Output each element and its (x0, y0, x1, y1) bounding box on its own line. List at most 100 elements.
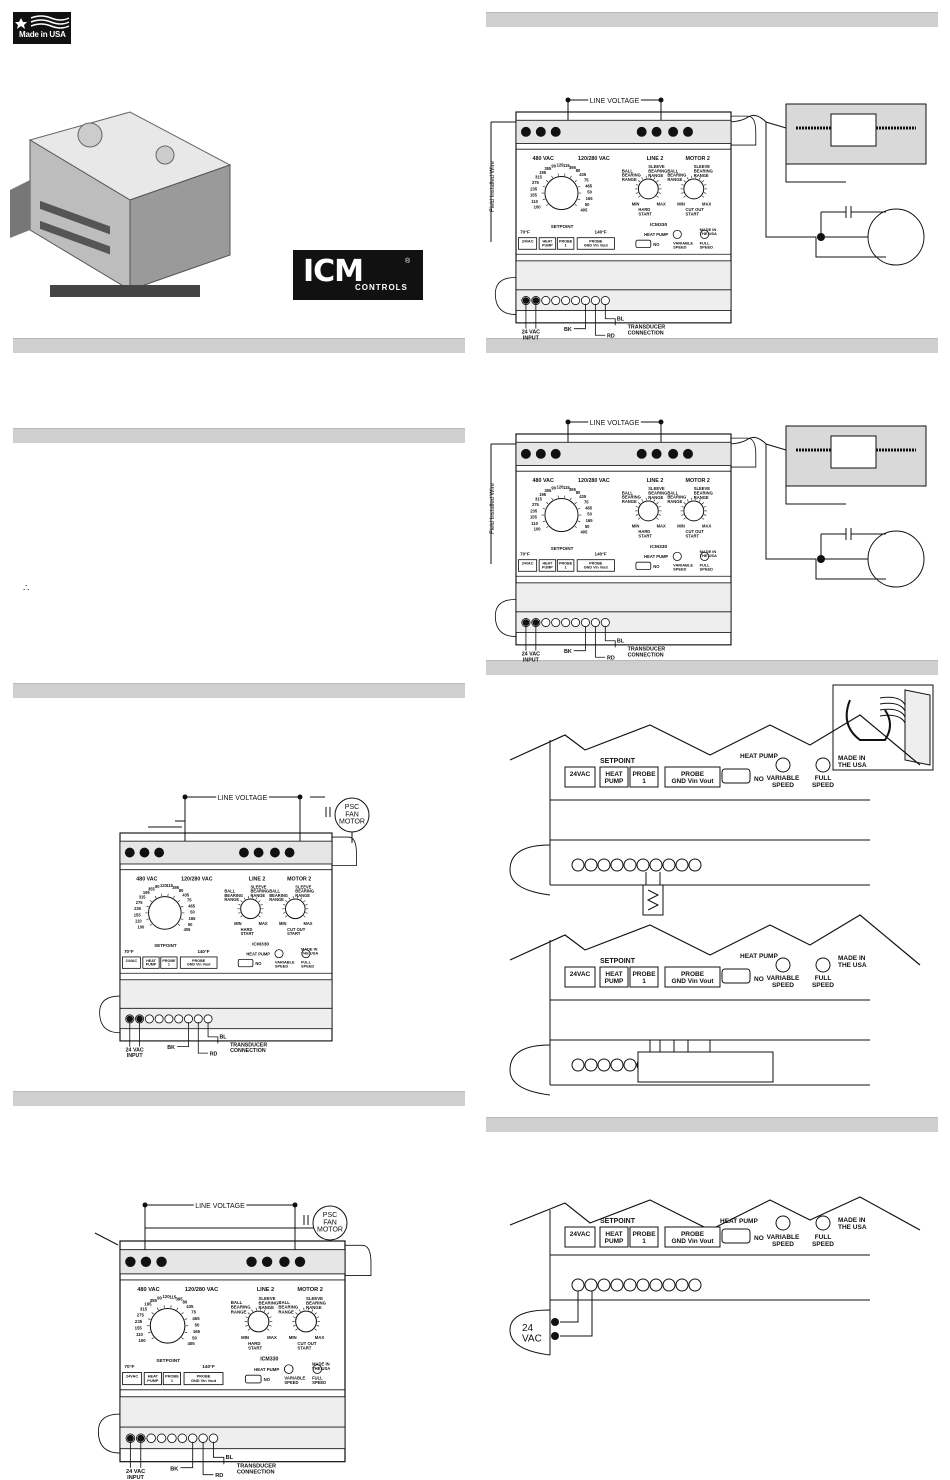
dial-tick (295, 1312, 298, 1315)
dial-number: 165 (586, 196, 594, 201)
psc-motor-label: MOTOR (339, 819, 365, 826)
vac-input-label: INPUT (523, 657, 540, 663)
cut-out-start-label: START (297, 1345, 311, 1350)
low-voltage-terminal (177, 1433, 188, 1444)
wire (180, 1441, 194, 1469)
wire (820, 212, 868, 238)
low-voltage-terminal (662, 1278, 676, 1292)
dial-number: 275 (137, 1313, 145, 1318)
vac-input-label: 24 VAC (522, 330, 540, 336)
mounting-clip (509, 1044, 551, 1096)
ball-bearing-label: BEARING (278, 1305, 299, 1310)
dial-tick (288, 897, 291, 900)
low-voltage-terminal (636, 858, 650, 872)
dial-number: 355 (148, 886, 156, 891)
hard-start-label: START (638, 534, 652, 539)
bl-label: BL (617, 638, 625, 644)
dial-tick (282, 912, 286, 914)
low-voltage-terminal (193, 1014, 203, 1024)
line-voltage-label: LINE VOLTAGE (590, 420, 640, 427)
heat-pump-switch (635, 561, 652, 571)
dial-number: 100 (534, 527, 542, 532)
full-speed-label: FULL (301, 959, 312, 964)
terminal-box-label: 24VAC (126, 959, 138, 963)
dial-tick (637, 180, 641, 183)
made-in-label: MADE IN (312, 1362, 329, 1367)
low-voltage-terminal (688, 1278, 702, 1292)
vac-right-label: 120/280 VAC (181, 876, 213, 882)
low-voltage-terminal (590, 617, 600, 628)
dial-tick (683, 502, 686, 505)
probe-winding (879, 696, 906, 706)
terminal-label-box (556, 237, 575, 250)
sleeve-bearing-label: BEARING (648, 491, 667, 496)
transducer-label: TRANSDUCER (237, 1464, 276, 1470)
input-dot (532, 297, 540, 304)
dial-number: 50 (585, 524, 590, 529)
terminal-box-label: 24VAC (570, 1231, 591, 1238)
low-voltage-terminal (636, 1278, 650, 1292)
dial-number: 50 (192, 1336, 197, 1341)
dial-tick (542, 198, 546, 201)
ball-bearing-label: RANGE (269, 897, 284, 902)
low-voltage-terminal (167, 1433, 177, 1444)
terminal-box-label: GND Vin Vout (671, 778, 714, 785)
input-wires (560, 1291, 593, 1337)
terminal-screw (651, 448, 662, 459)
hard-start-label: START (241, 931, 255, 936)
logo-subtitle: CONTROLS (355, 283, 408, 292)
sleeve-bearing-label: SLEEVE (295, 884, 311, 889)
line2-label: LINE 2 (647, 156, 664, 162)
dial-tick (240, 900, 243, 903)
dial-tick (546, 525, 549, 529)
terminal-label-box (556, 559, 575, 572)
terminal-label-box (599, 1226, 629, 1248)
low-voltage-terminal (570, 617, 581, 628)
cut-out-start-label: CUT OUT (686, 207, 705, 212)
variable-speed-label: SPEED (673, 566, 687, 571)
terminal-label-box (599, 966, 629, 988)
sleeve-bearing-label: SLEEVE (694, 164, 711, 169)
vac-left-label: 480 VAC (137, 1287, 159, 1293)
dial-tick (656, 195, 659, 198)
ball-bearing-label: BALL (622, 490, 633, 495)
vac-left-label: 480 VAC (136, 876, 157, 882)
ball-bearing-label: BALL (667, 168, 678, 173)
min-label: MIN (234, 921, 242, 926)
dial-tick (245, 1325, 248, 1327)
temp-high-label: 140°F (197, 949, 209, 954)
dial-tick (184, 1331, 188, 1334)
low-voltage-terminal (597, 1278, 611, 1292)
input-dot (522, 297, 530, 304)
low-voltage-terminal (551, 617, 561, 628)
dial-tick (316, 1325, 320, 1327)
dial-tick (635, 514, 639, 516)
max-label: MAX (702, 201, 711, 206)
dial-tick (177, 923, 181, 926)
heat-pump-label: HEAT PUMP (644, 232, 668, 237)
terminal-label-box (564, 1226, 596, 1248)
bl-label: BL (219, 1034, 227, 1040)
dial-tick (653, 177, 656, 180)
full-speed-led (699, 229, 710, 239)
terminal-box-label: GND Vin Vout (671, 1238, 714, 1245)
max-label: MAX (657, 201, 666, 206)
wire (604, 625, 616, 648)
terminal-screw (668, 448, 679, 459)
thermistor-symbol (646, 889, 660, 911)
section-bar (486, 12, 938, 27)
dial-number: 50 (587, 190, 592, 195)
input-dot (551, 1318, 559, 1326)
flag-icon (15, 15, 70, 29)
dial-number: 235 (530, 508, 538, 513)
dial-tick (295, 1328, 298, 1331)
sleeve-bearing-label: SLEEVE (250, 884, 266, 889)
dial-number: 235 (134, 906, 142, 911)
rd-label: RD (210, 1052, 218, 1058)
dial-number: 50 (587, 512, 592, 517)
min-label: MIN (677, 201, 685, 206)
rd-label: RD (215, 1473, 223, 1479)
motor2-dial (683, 500, 705, 522)
ball-bearing-label: RANGE (224, 897, 239, 902)
